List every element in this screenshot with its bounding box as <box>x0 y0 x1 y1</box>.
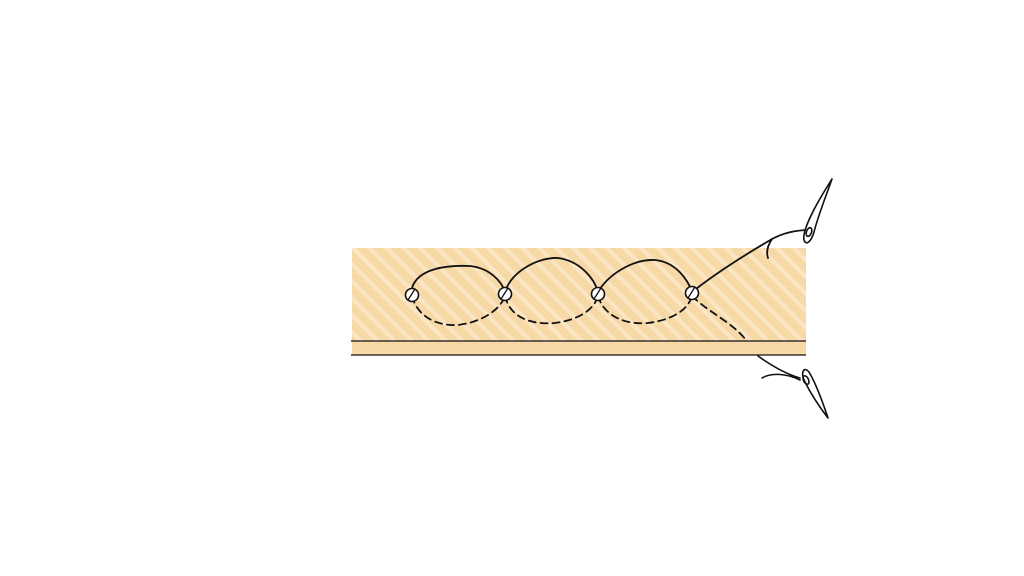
front-stitch-3 <box>597 259 693 293</box>
stitch-hole-3 <box>590 286 606 302</box>
needle-top-icon <box>803 178 833 244</box>
stitch-hole-4 <box>684 285 700 301</box>
front-thread <box>411 229 811 293</box>
back-stitch-3 <box>597 295 693 325</box>
hole-thread-mark-3 <box>593 287 602 300</box>
front-thread-curl <box>766 238 773 259</box>
front-stitch-2 <box>504 257 599 293</box>
front-stitch-1 <box>411 264 506 293</box>
leather-top-layer <box>352 248 806 341</box>
hole-thread-mark-2 <box>500 287 509 300</box>
back-stitch-2 <box>504 295 599 325</box>
needle-top-eye <box>805 226 813 238</box>
hole-thread-marks <box>407 286 696 301</box>
stitch-hole-1 <box>404 287 420 303</box>
needle-top-body <box>803 178 833 244</box>
needle-bottom-eye <box>802 374 810 386</box>
hole-thread-mark-4 <box>687 286 696 299</box>
back-stitch-1 <box>411 295 506 326</box>
needle-bottom-icon <box>757 355 829 419</box>
leather-bottom-layer <box>352 341 806 355</box>
hole-thread-mark-1 <box>407 288 416 301</box>
needle-bottom-thread <box>757 355 801 381</box>
back-thread-tail <box>691 295 747 341</box>
back-thread <box>411 295 747 341</box>
stitch-hole-2 <box>497 286 513 302</box>
